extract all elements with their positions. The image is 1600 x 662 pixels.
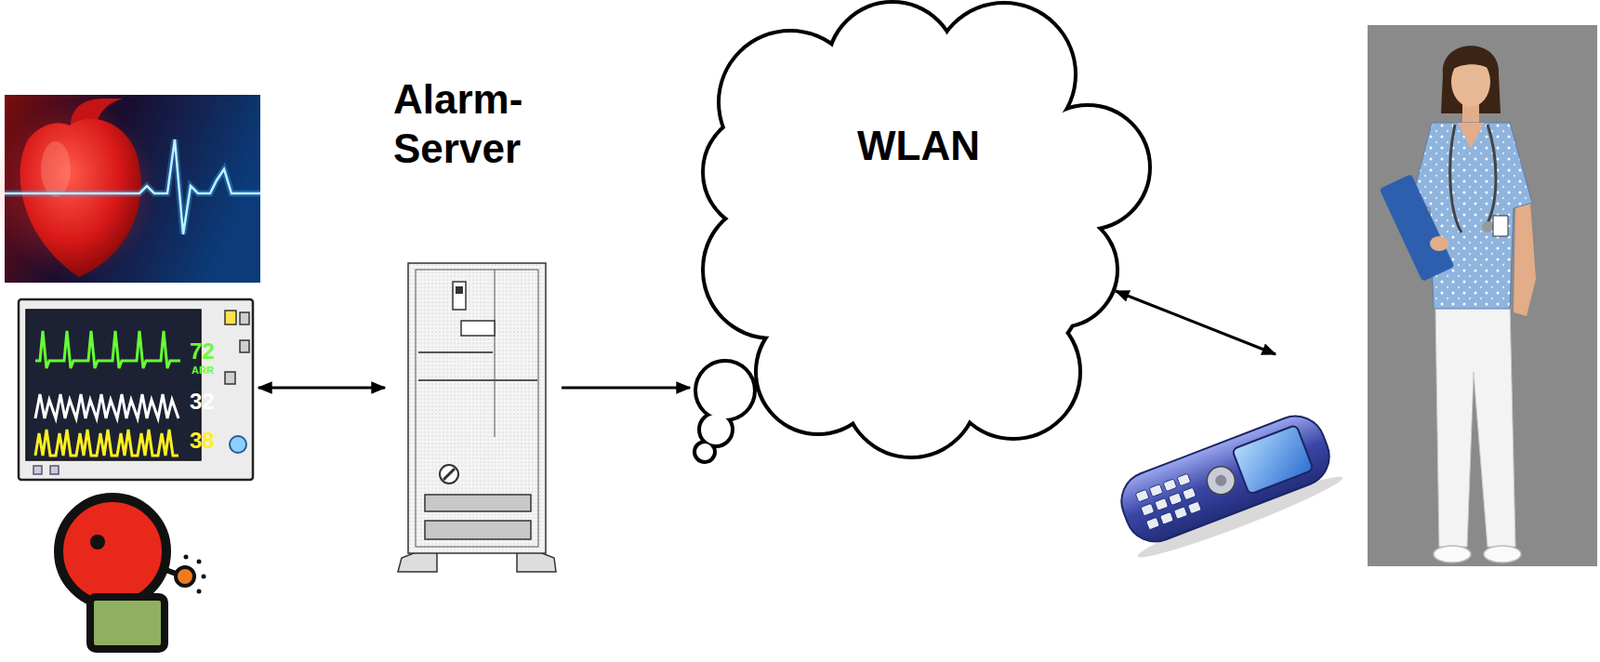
server-tower bbox=[516, 551, 556, 572]
mobile-phone bbox=[1135, 489, 1150, 503]
heart-ecg-image bbox=[0, 94, 261, 283]
nurse-photo bbox=[1429, 236, 1449, 252]
cloud-outline bbox=[700, 414, 731, 445]
nurse-photo bbox=[1367, 25, 1598, 567]
nurse-photo bbox=[1450, 54, 1493, 71]
mobile-phone bbox=[1187, 501, 1202, 515]
patient-monitor bbox=[239, 340, 250, 353]
patient-monitor bbox=[18, 299, 253, 480]
nurse-photo bbox=[1481, 221, 1494, 233]
cloud-fill bbox=[697, 362, 754, 419]
mobile-phone bbox=[1112, 407, 1338, 550]
server-tower bbox=[418, 379, 538, 382]
mobile-phone bbox=[1214, 473, 1230, 489]
patient-monitor bbox=[224, 371, 236, 384]
alarm-bell bbox=[90, 534, 106, 550]
heart-ecg-image bbox=[20, 119, 142, 278]
mobile-phone bbox=[1154, 498, 1169, 512]
server-tower bbox=[397, 551, 437, 572]
respiration-wave bbox=[35, 394, 179, 419]
server-tower bbox=[397, 263, 556, 572]
alarm-bell bbox=[184, 555, 189, 560]
alarm-bell bbox=[175, 567, 195, 586]
alarm-bell bbox=[201, 574, 207, 580]
cloud-outline bbox=[693, 0, 1150, 465]
nurse-photo bbox=[1435, 304, 1516, 547]
ecg-wave bbox=[35, 330, 181, 369]
nurse-photo bbox=[1513, 202, 1536, 317]
nurse-photo bbox=[1379, 173, 1455, 282]
arrhythmia-label: ARR bbox=[191, 364, 214, 377]
mobile-phone bbox=[1146, 516, 1161, 530]
mobile-phone bbox=[1163, 478, 1177, 492]
arrow-connector bbox=[258, 386, 385, 390]
alarm-bell bbox=[197, 589, 202, 595]
server-tower bbox=[439, 464, 459, 484]
mobile-phone bbox=[1110, 406, 1346, 565]
server-tower bbox=[424, 520, 531, 540]
alarm-bell bbox=[58, 497, 207, 649]
wireless-link-arrow bbox=[1115, 290, 1276, 355]
patient-monitor-node: 72ARR 32 38 bbox=[18, 299, 253, 480]
nurse-photo bbox=[1367, 25, 1598, 567]
pressure-wave bbox=[35, 429, 179, 456]
vital-value: 32 bbox=[189, 388, 215, 415]
heart-ecg-image bbox=[40, 141, 71, 198]
mobile-phone bbox=[1160, 512, 1175, 526]
patient-monitor bbox=[26, 309, 201, 461]
server-tower bbox=[494, 269, 496, 437]
nurse-photo bbox=[1450, 124, 1496, 233]
nurse-photo bbox=[1493, 215, 1508, 237]
alarm-bell bbox=[197, 559, 202, 565]
server-tower bbox=[443, 468, 455, 480]
server-tower bbox=[461, 320, 495, 336]
cloud-fill bbox=[696, 443, 714, 461]
server-tower bbox=[455, 286, 463, 294]
server-tower bbox=[452, 281, 466, 310]
cloud-outline bbox=[743, 55, 1098, 410]
alarm-bell bbox=[90, 596, 165, 649]
server-tower bbox=[424, 494, 531, 512]
nurse-photo bbox=[1433, 545, 1471, 563]
nurse-photo bbox=[1483, 545, 1521, 563]
server-label: Alarm- Server bbox=[393, 74, 523, 173]
mobile-phone bbox=[1203, 462, 1240, 499]
patient-monitor bbox=[18, 299, 253, 480]
alarm-server-node: Alarm- Server bbox=[390, 74, 558, 572]
server-tower bbox=[415, 269, 539, 547]
heart-rate-value: 72 bbox=[189, 338, 215, 365]
mobile-phone bbox=[1176, 473, 1191, 487]
network-label: WLAN bbox=[857, 120, 980, 171]
heart-ecg-image bbox=[4, 139, 261, 235]
patient-monitor bbox=[224, 310, 237, 325]
heart-ecg-image bbox=[4, 139, 261, 235]
patient-monitor bbox=[33, 465, 42, 475]
mobile-phone bbox=[1168, 492, 1183, 506]
server-tower bbox=[408, 263, 546, 554]
arrow-connector bbox=[561, 386, 690, 390]
alarm-bell bbox=[58, 497, 167, 606]
patient-monitor bbox=[50, 465, 59, 475]
patient-monitor bbox=[239, 312, 250, 325]
cloud-fill bbox=[743, 55, 1098, 410]
mobile-phone bbox=[1174, 506, 1189, 520]
wlan-cloud: WLAN bbox=[693, 0, 1150, 465]
vital-value: 38 bbox=[189, 427, 215, 454]
mobile-phone bbox=[1149, 484, 1164, 498]
cloud-outline bbox=[696, 443, 714, 461]
cloud-fill bbox=[700, 414, 731, 445]
nurse-photo bbox=[1457, 122, 1484, 149]
server-tower bbox=[418, 351, 493, 354]
mobile-phone bbox=[1135, 473, 1202, 530]
mobile-phone bbox=[1231, 424, 1314, 495]
mobile-phone bbox=[1140, 502, 1155, 516]
patient-monitor bbox=[229, 436, 247, 453]
cloud-outline bbox=[697, 362, 754, 419]
nurse-photo bbox=[1441, 45, 1501, 114]
mobile-phone bbox=[1182, 487, 1197, 501]
